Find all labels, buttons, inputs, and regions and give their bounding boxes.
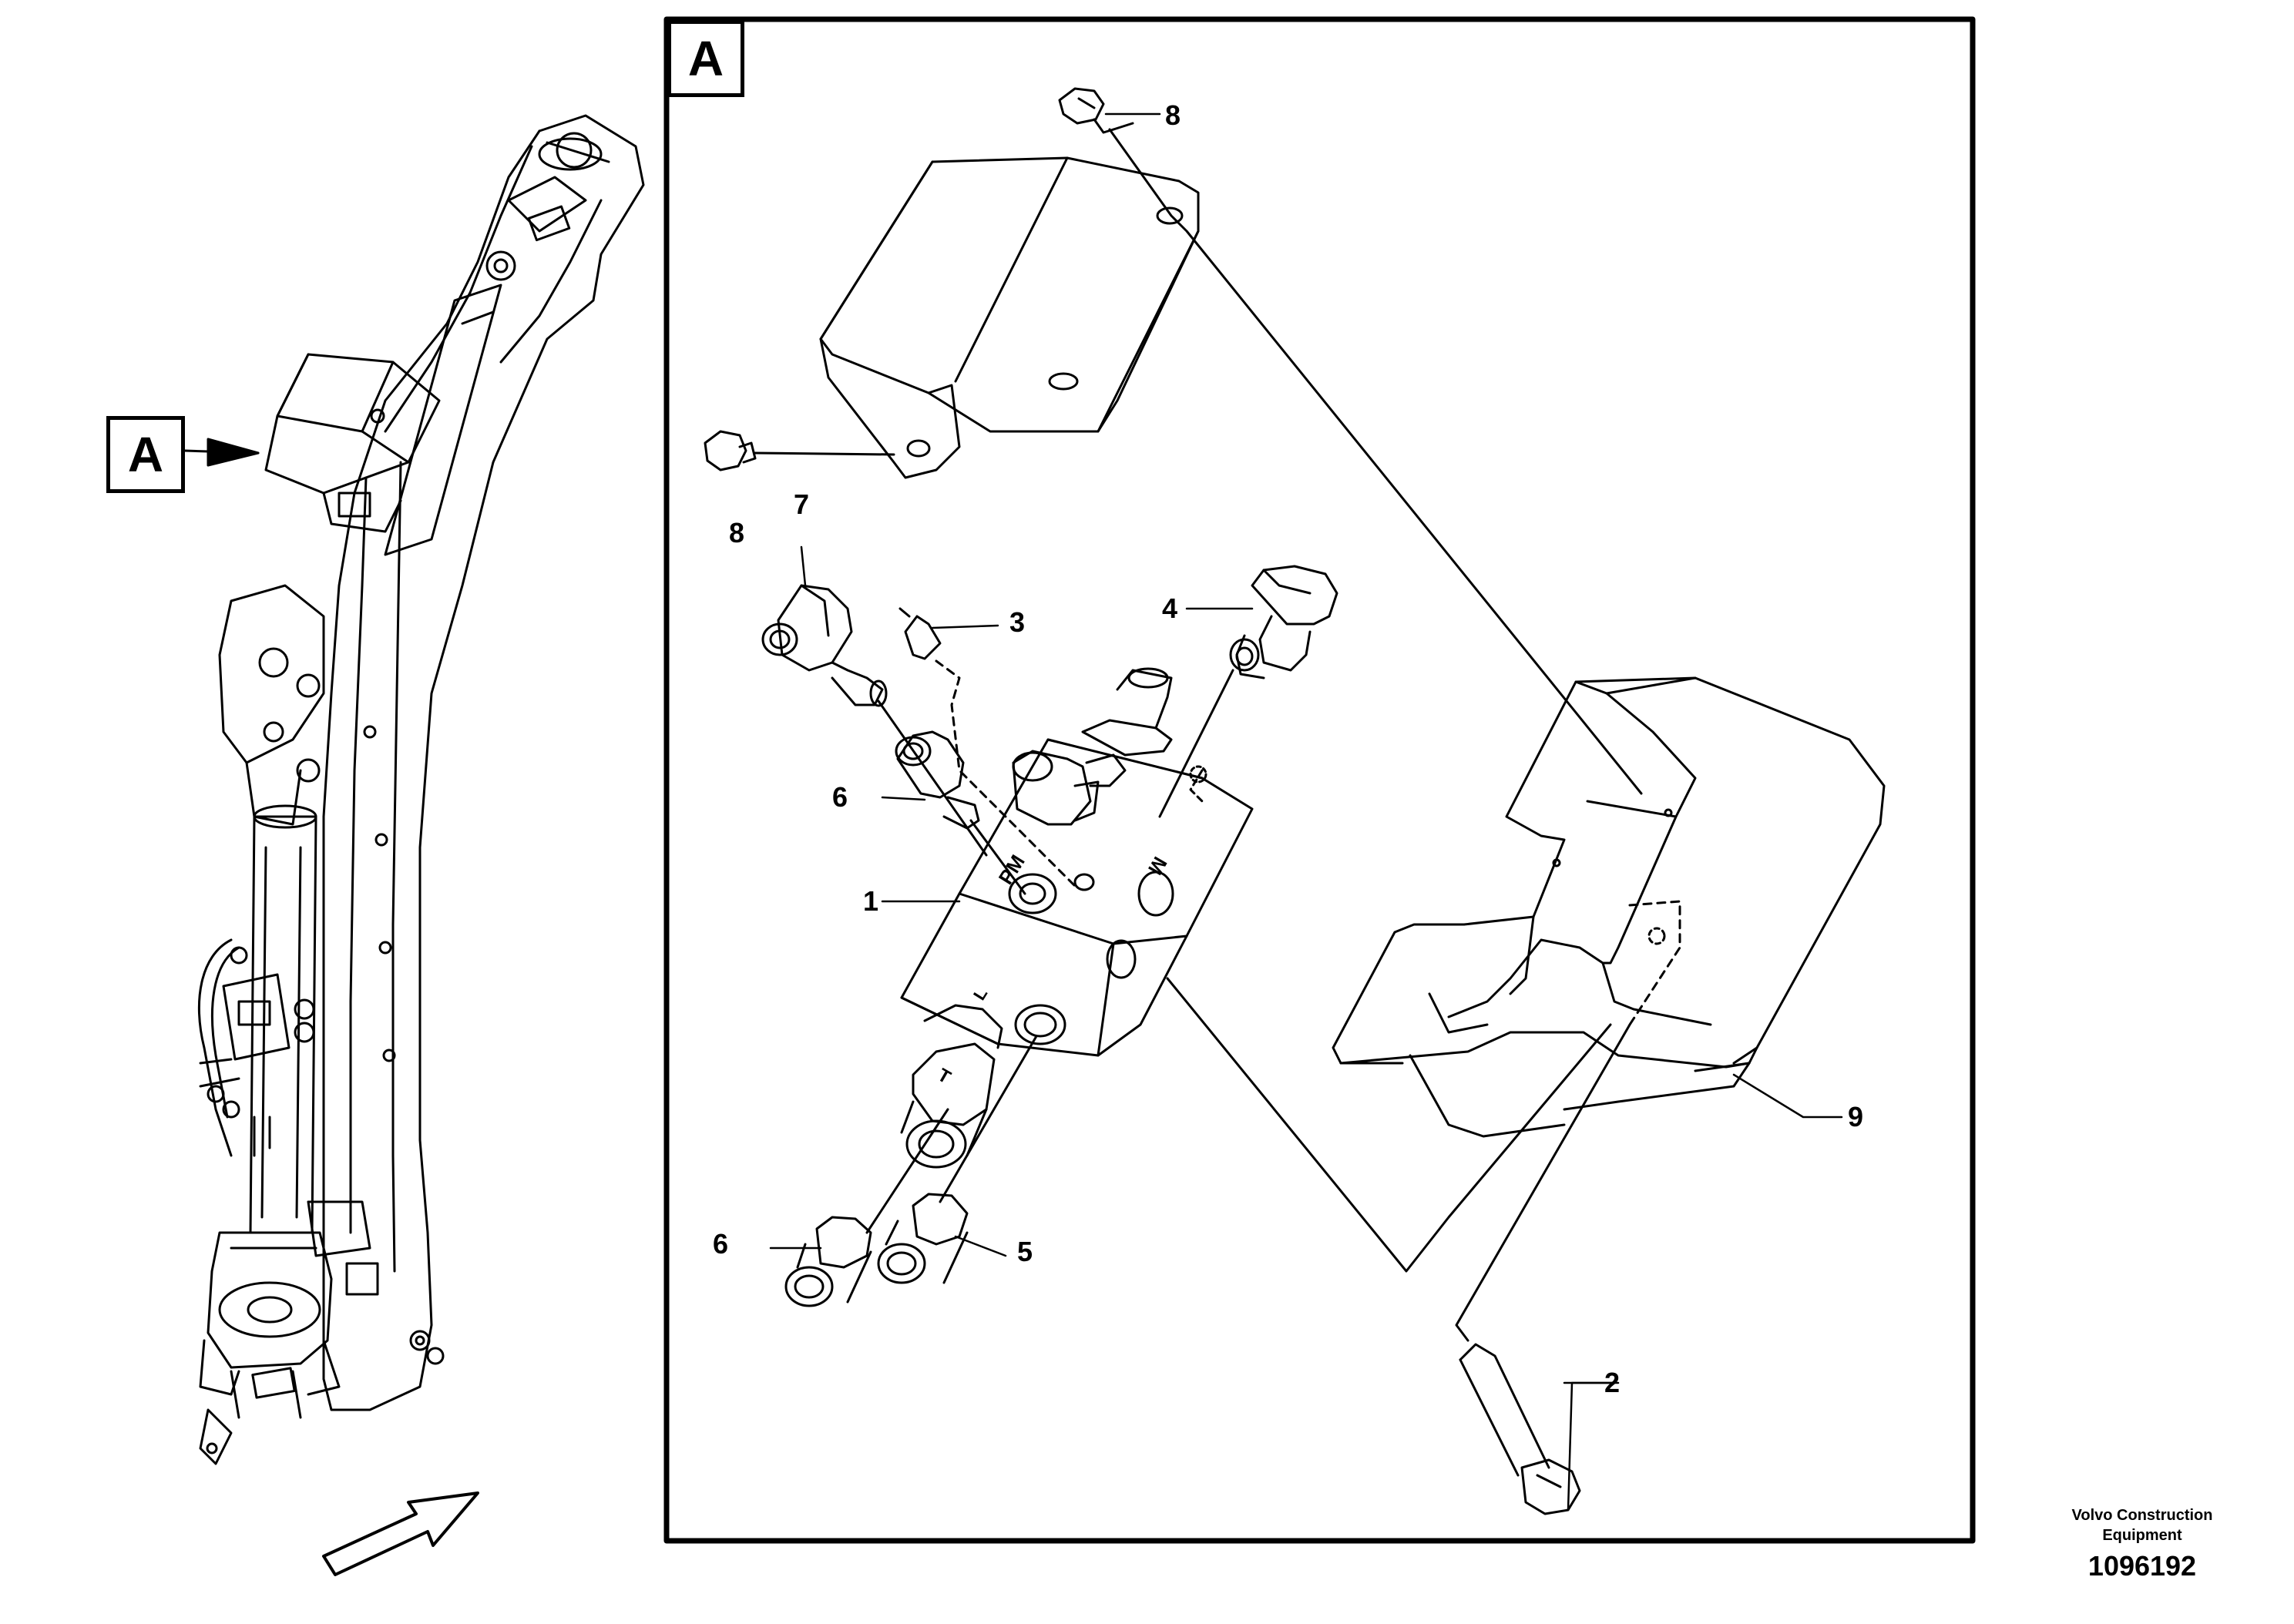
valve-block	[900, 667, 1254, 1057]
marking-l: L	[969, 985, 991, 1004]
callout-2: 2	[1604, 1367, 1621, 1398]
view-ref-box: A	[106, 416, 185, 493]
leader-lines	[769, 112, 1843, 1512]
top-bracket	[819, 156, 1200, 479]
boom-valve-location	[264, 353, 441, 533]
inset-ref-box: A	[667, 20, 744, 97]
elbow-fitting-7	[761, 584, 888, 707]
fitting-6-upper	[895, 730, 980, 830]
fitting-6-lower	[784, 1216, 872, 1307]
view-a-frame	[663, 16, 1976, 1544]
brand-line-2: Equipment	[2102, 1527, 2182, 1544]
callout-8-left: 8	[728, 517, 745, 549]
callout-8-top: 8	[1164, 99, 1181, 131]
callout-6-lower: 6	[712, 1228, 729, 1260]
bolt-8-left	[704, 430, 757, 471]
callout-1: 1	[862, 885, 879, 917]
boom-assembly	[183, 114, 645, 1576]
nut-3	[898, 607, 942, 660]
marking-t: T	[934, 1065, 954, 1089]
fitting-4	[1229, 565, 1338, 679]
callout-3: 3	[1009, 606, 1026, 638]
guard-plate	[1332, 676, 1886, 1138]
callout-4: 4	[1161, 592, 1178, 624]
callout-9: 9	[1847, 1101, 1864, 1132]
callout-7: 7	[793, 488, 810, 520]
callout-6-upper: 6	[831, 781, 848, 813]
exploded-view: PM M L	[704, 87, 1886, 1515]
fitting-t	[900, 1004, 1003, 1169]
brand-line-1: Volvo Construction	[2071, 1507, 2213, 1524]
fitting-5	[877, 1193, 969, 1284]
bolt-2	[1459, 1343, 1581, 1515]
part-number: 1096192	[2087, 1550, 2197, 1582]
view-direction-arrow	[322, 1491, 479, 1576]
bolt-8-top	[1058, 87, 1115, 134]
callout-5: 5	[1016, 1236, 1033, 1267]
marking-pm: PM	[994, 851, 1029, 888]
